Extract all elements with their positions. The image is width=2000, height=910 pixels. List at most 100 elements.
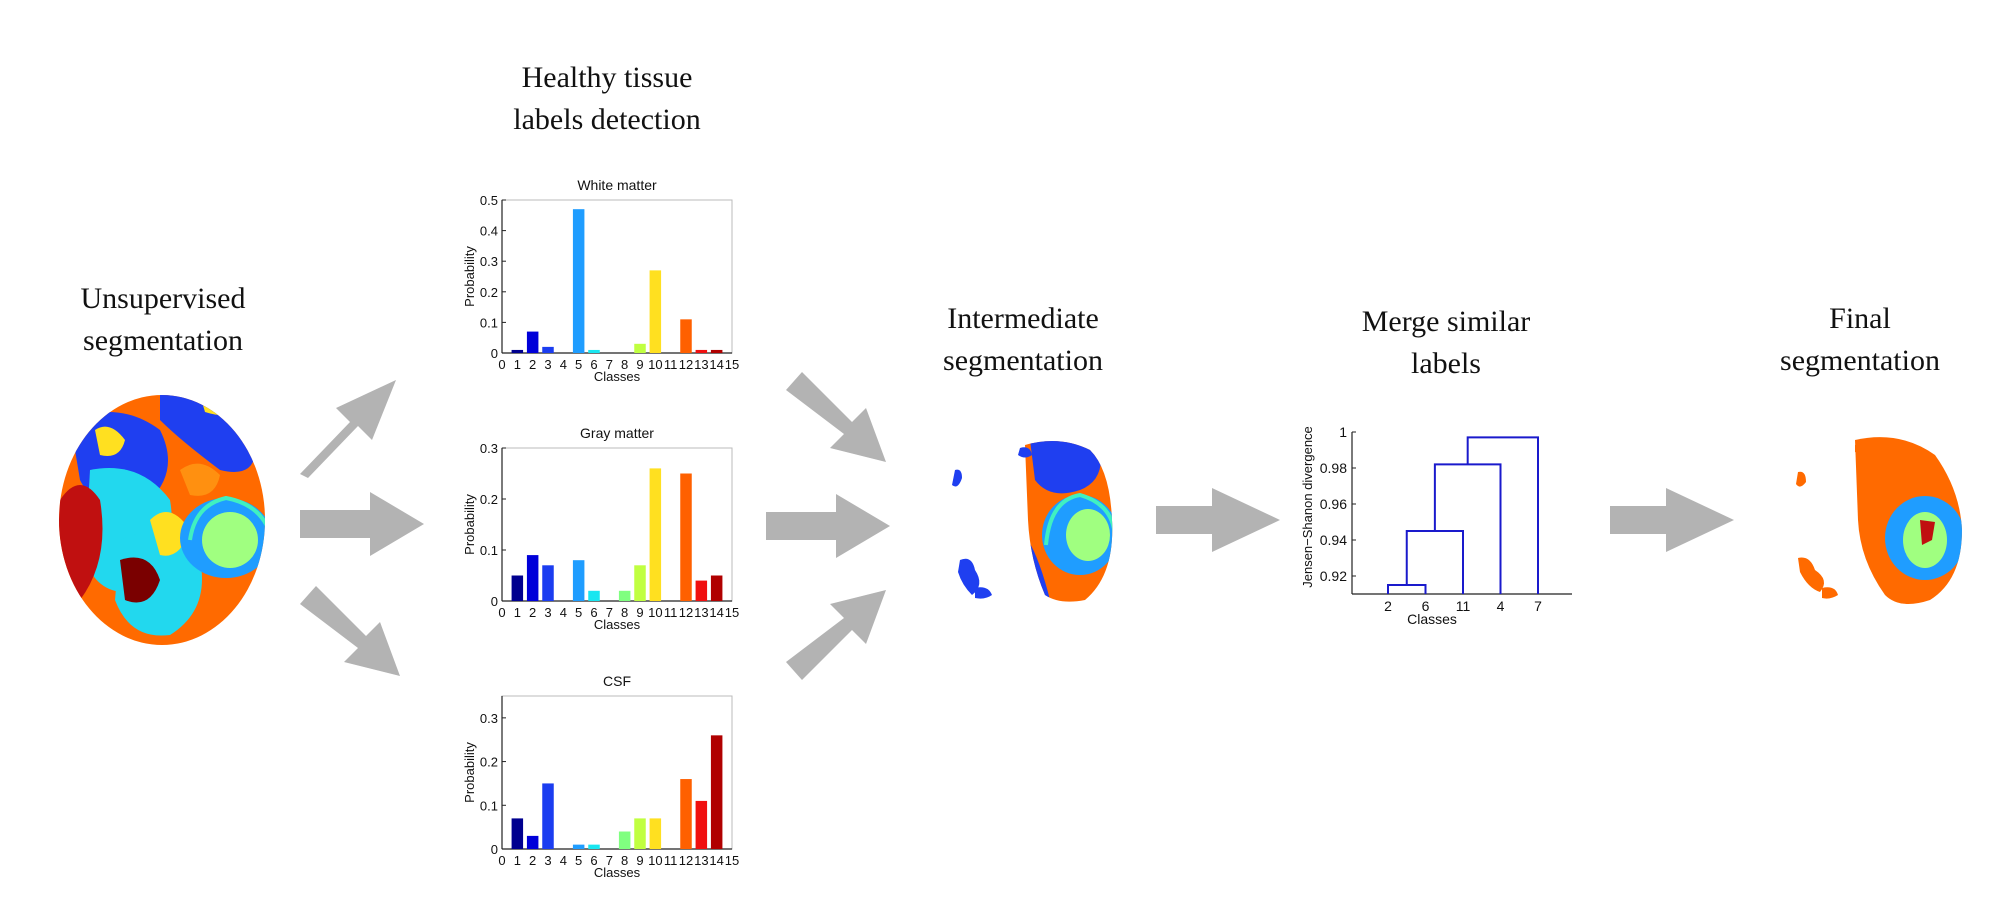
arrow-icon: [786, 590, 886, 680]
x-tick-label: 13: [694, 853, 708, 868]
bar-class-13: [695, 580, 708, 601]
chart-title: White matter: [577, 177, 657, 193]
x-tick-label: 8: [621, 853, 628, 868]
x-tick-label: 1: [514, 605, 521, 620]
bar-class-8: [618, 831, 631, 849]
bar-class-8: [618, 590, 631, 601]
healthy-title-line1: Healthy tissue: [522, 61, 693, 94]
x-tick-label: 7: [606, 357, 613, 372]
bar-class-13: [695, 349, 708, 353]
x-tick-label: 12: [679, 853, 693, 868]
x-tick-label: 9: [636, 605, 643, 620]
y-tick-label: 0.96: [1320, 496, 1347, 512]
x-tick-label: 14: [709, 853, 723, 868]
bar-class-2: [526, 555, 539, 601]
bar-class-5: [572, 844, 585, 849]
bar-class-10: [649, 818, 662, 849]
y-tick-label: 0: [491, 842, 498, 857]
dendrogram-link: [1466, 436, 1539, 594]
arrow-icon: [300, 380, 396, 478]
x-tick-label: 14: [709, 357, 723, 372]
x-tick-label: 2: [529, 357, 536, 372]
y-tick-label: 0.1: [480, 315, 498, 330]
x-axis-label: Classes: [1407, 611, 1457, 627]
x-tick-label: 10: [648, 605, 662, 620]
bar-class-5: [572, 209, 585, 353]
y-tick-label: 0.3: [480, 441, 498, 456]
y-axis-label: Jensen−Shanon divergence: [1300, 426, 1315, 588]
y-tick-label: 0.1: [480, 543, 498, 558]
bar-class-3: [542, 783, 554, 849]
leaf-label: 7: [1534, 598, 1542, 614]
y-axis-label: Probability: [462, 742, 477, 803]
x-tick-label: 10: [648, 357, 662, 372]
y-tick-label: 0.2: [480, 285, 498, 300]
x-axis-label: Classes: [594, 865, 641, 880]
x-tick-label: 12: [679, 357, 693, 372]
leaf-label: 6: [1422, 598, 1430, 614]
y-tick-label: 0.3: [480, 711, 498, 726]
y-tick-label: 0.2: [480, 755, 498, 770]
arrows: [300, 372, 1734, 680]
bar-class-2: [526, 835, 539, 849]
bar-class-12: [680, 473, 692, 601]
arrow-icon: [766, 494, 890, 558]
y-axis-label: Probability: [462, 246, 477, 307]
x-tick-label: 11: [664, 853, 678, 868]
dendrogram-link: [1387, 584, 1427, 594]
y-tick-label: 0.3: [480, 254, 498, 269]
x-tick-label: 0: [498, 605, 505, 620]
bar-class-6: [588, 844, 600, 849]
x-tick-label: 7: [606, 605, 613, 620]
x-tick-label: 15: [725, 357, 739, 372]
healthy-title-line2: labels detection: [513, 103, 700, 136]
bar-class-1: [511, 575, 524, 601]
x-tick-label: 9: [636, 357, 643, 372]
final-title-line2: segmentation: [1780, 344, 1940, 377]
x-tick-label: 6: [590, 357, 597, 372]
x-tick-label: 4: [560, 853, 567, 868]
x-tick-label: 9: [636, 853, 643, 868]
unsupervised-title-line2: segmentation: [83, 324, 243, 357]
intermediate-title-line2: segmentation: [943, 344, 1103, 377]
y-tick-label: 0.1: [480, 798, 498, 813]
bar-class-14: [710, 349, 723, 353]
x-tick-label: 6: [590, 605, 597, 620]
y-tick-label: 0.94: [1320, 532, 1347, 548]
arrow-icon: [300, 492, 424, 556]
intermediate-title-line1: Intermediate: [947, 302, 1099, 335]
bar-class-6: [588, 590, 600, 601]
bar-class-14: [710, 575, 723, 601]
arrow-icon: [1610, 488, 1734, 552]
x-tick-label: 10: [648, 853, 662, 868]
x-tick-label: 11: [664, 357, 678, 372]
final-segmentation-image: [1796, 437, 1962, 604]
chart-title: CSF: [603, 673, 631, 689]
bar-class-13: [695, 800, 708, 849]
x-tick-label: 4: [560, 605, 567, 620]
bar-class-14: [710, 735, 723, 849]
leaf-label: 4: [1497, 598, 1505, 614]
x-tick-label: 5: [575, 853, 582, 868]
merge-title-line1: Merge similar: [1362, 305, 1531, 338]
x-tick-label: 0: [498, 357, 505, 372]
plot-frame: [501, 199, 733, 354]
y-tick-label: 0.98: [1320, 460, 1347, 476]
bar-class-5: [572, 560, 585, 601]
merge-title-line2: labels: [1411, 347, 1481, 380]
x-axis-label: Classes: [594, 369, 641, 384]
bar-class-9: [634, 818, 646, 849]
x-tick-label: 3: [544, 357, 551, 372]
arrow-icon: [300, 586, 400, 676]
x-tick-label: 13: [694, 357, 708, 372]
x-axis-label: Classes: [594, 617, 641, 632]
y-tick-label: 0.4: [480, 224, 498, 239]
y-tick-label: 0: [491, 594, 498, 609]
dendrogram-link: [1433, 463, 1502, 594]
